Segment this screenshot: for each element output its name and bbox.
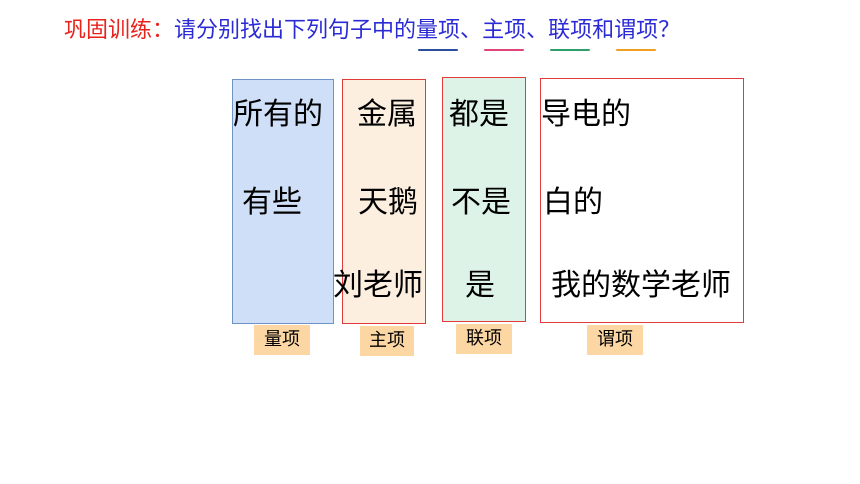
predicate-word-2: 白的 [543,185,603,220]
subject-word-1: 金属 [357,97,417,132]
term-quantifier-text: 量项 [416,18,461,43]
predicate-word-3: 我的数学老师 [551,268,731,303]
underline-copula [550,49,591,51]
copula-word-2: 不是 [451,185,511,220]
copula-tag: 联项 [456,324,512,354]
quantifier-tag: 量项 [254,325,310,355]
term-quantifier: 量项 [416,14,461,51]
separator-1: 、 [460,18,483,43]
subject-tag: 主项 [360,326,414,356]
subject-column [342,79,426,324]
predicate-column [540,78,744,323]
underline-predicate [616,49,657,51]
question-prefix: 请分别找出下列句子中的 [174,18,417,43]
subject-word-3: 刘老师 [333,268,423,303]
predicate-tag: 谓项 [587,325,643,355]
term-subject-text: 主项 [482,18,527,43]
page-title: 巩固训练：请分别找出下列句子中的量项、主项、联项和谓项？ [64,14,681,51]
term-copula-text: 联项 [548,18,593,43]
copula-word-1: 都是 [449,97,509,132]
conjunction: 和 [592,18,615,43]
question-mark: ？ [658,18,681,43]
term-copula: 联项 [548,14,593,51]
separator-2: 、 [526,18,549,43]
subject-word-2: 天鹅 [358,185,418,220]
term-subject: 主项 [482,14,527,51]
quantifier-word-1: 所有的 [233,97,323,132]
exercise-label: 巩固训练： [64,18,175,43]
predicate-word-1: 导电的 [541,97,631,132]
quantifier-column [232,79,334,324]
quantifier-word-2: 有些 [242,185,302,220]
term-predicate: 谓项 [614,14,659,51]
question-text: 请分别找出下列句子中的量项、主项、联项和谓项？ [174,18,681,51]
underline-quantifier [418,49,459,51]
copula-column [442,77,526,322]
copula-word-3: 是 [465,268,495,303]
term-predicate-text: 谓项 [614,18,659,43]
underline-subject [484,49,525,51]
